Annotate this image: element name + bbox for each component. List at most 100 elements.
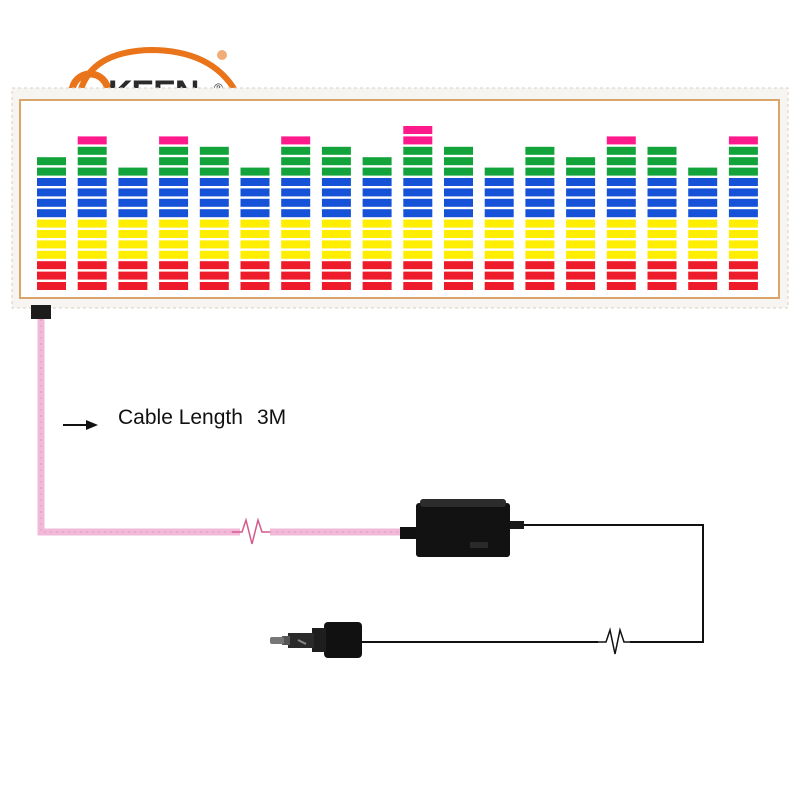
equalizer-bar bbox=[321, 188, 351, 197]
connector-icon bbox=[31, 305, 51, 319]
equalizer-bar bbox=[362, 230, 392, 238]
equalizer-bar bbox=[199, 219, 229, 228]
equalizer-bar bbox=[159, 178, 189, 186]
equalizer-column bbox=[281, 136, 311, 290]
equalizer-bar bbox=[159, 167, 189, 176]
equalizer-bar bbox=[484, 250, 514, 259]
equalizer-bar bbox=[362, 178, 392, 186]
equalizer-bar bbox=[199, 240, 229, 249]
equalizer-bar bbox=[77, 167, 107, 176]
equalizer-bar bbox=[444, 198, 473, 207]
cable-length-value: 3M bbox=[256, 406, 287, 429]
equalizer-bar bbox=[444, 240, 473, 249]
equalizer-column bbox=[159, 136, 189, 290]
equalizer-bar bbox=[281, 136, 311, 145]
equalizer-bar bbox=[606, 282, 636, 290]
equalizer-bar bbox=[159, 250, 189, 259]
equalizer-bar bbox=[37, 209, 66, 218]
equalizer-bar bbox=[118, 230, 148, 238]
equalizer-bar bbox=[199, 230, 229, 238]
equalizer-bar bbox=[484, 261, 514, 270]
equalizer-bar bbox=[647, 167, 677, 176]
equalizer-bar bbox=[566, 198, 596, 207]
equalizer-bar bbox=[77, 209, 107, 218]
equalizer-bar bbox=[728, 230, 758, 238]
equalizer-bar bbox=[484, 188, 514, 197]
equalizer-bar bbox=[37, 282, 66, 290]
equalizer-column bbox=[362, 157, 392, 290]
equalizer-bar bbox=[403, 271, 433, 280]
equalizer-bar bbox=[647, 240, 677, 249]
equalizer-bar bbox=[688, 230, 718, 238]
equalizer-bar bbox=[566, 209, 596, 218]
equalizer-bar bbox=[159, 271, 189, 280]
equalizer-bar bbox=[484, 209, 514, 218]
equalizer-bar bbox=[77, 178, 107, 186]
equalizer-bar bbox=[321, 271, 351, 280]
equalizer-bar bbox=[321, 209, 351, 218]
equalizer-bar bbox=[37, 219, 66, 228]
cable-length-label: Cable Length bbox=[118, 406, 243, 429]
equalizer-bar bbox=[728, 178, 758, 186]
equalizer-bar bbox=[321, 157, 351, 166]
equalizer-bar bbox=[484, 282, 514, 290]
equalizer-bar bbox=[566, 188, 596, 197]
equalizer-bar bbox=[525, 240, 555, 249]
equalizer-bar bbox=[240, 250, 270, 259]
equalizer-column bbox=[728, 136, 758, 290]
equalizer-bar bbox=[728, 157, 758, 166]
equalizer-bar bbox=[484, 219, 514, 228]
equalizer-bar bbox=[321, 230, 351, 238]
break-mark-icon bbox=[232, 517, 270, 545]
equalizer-bar bbox=[118, 198, 148, 207]
equalizer-panel bbox=[37, 126, 758, 290]
equalizer-bar bbox=[77, 157, 107, 166]
equalizer-bar bbox=[647, 209, 677, 218]
equalizer-bar bbox=[728, 167, 758, 176]
equalizer-bar bbox=[321, 146, 351, 155]
equalizer-bar bbox=[321, 240, 351, 249]
equalizer-bar bbox=[606, 198, 636, 207]
panel-cable bbox=[31, 305, 416, 545]
equalizer-bar bbox=[199, 282, 229, 290]
equalizer-bar bbox=[240, 240, 270, 249]
equalizer-bar bbox=[362, 261, 392, 270]
equalizer-bar bbox=[159, 146, 189, 155]
equalizer-column bbox=[118, 167, 148, 290]
equalizer-bar bbox=[566, 282, 596, 290]
equalizer-bar bbox=[240, 282, 270, 290]
equalizer-bar bbox=[688, 271, 718, 280]
controller-box-icon bbox=[416, 499, 524, 557]
equalizer-bar bbox=[403, 230, 433, 238]
equalizer-bar bbox=[77, 240, 107, 249]
equalizer-bar bbox=[362, 250, 392, 259]
equalizer-bar bbox=[688, 240, 718, 249]
equalizer-bar bbox=[484, 178, 514, 186]
equalizer-bar bbox=[37, 240, 66, 249]
equalizer-bar bbox=[281, 230, 311, 238]
equalizer-bar bbox=[566, 271, 596, 280]
equalizer-bar bbox=[444, 219, 473, 228]
equalizer-bar bbox=[606, 136, 636, 145]
equalizer-bar bbox=[362, 167, 392, 176]
equalizer-bar bbox=[606, 157, 636, 166]
equalizer-bar bbox=[37, 157, 66, 166]
equalizer-bar bbox=[566, 178, 596, 186]
equalizer-bar bbox=[525, 167, 555, 176]
equalizer-bar bbox=[647, 198, 677, 207]
equalizer-bar bbox=[403, 209, 433, 218]
equalizer-bar bbox=[37, 188, 66, 197]
equalizer-bar bbox=[566, 250, 596, 259]
equalizer-bar bbox=[199, 250, 229, 259]
equalizer-bar bbox=[118, 261, 148, 270]
equalizer-column bbox=[688, 167, 718, 290]
equalizer-bar bbox=[688, 209, 718, 218]
equalizer-bar bbox=[525, 178, 555, 186]
equalizer-column bbox=[444, 146, 473, 290]
equalizer-bar bbox=[321, 219, 351, 228]
equalizer-bar bbox=[444, 188, 473, 197]
equalizer-bar bbox=[688, 167, 718, 176]
equalizer-bar bbox=[77, 282, 107, 290]
equalizer-bar bbox=[37, 271, 66, 280]
equalizer-bar bbox=[525, 219, 555, 228]
